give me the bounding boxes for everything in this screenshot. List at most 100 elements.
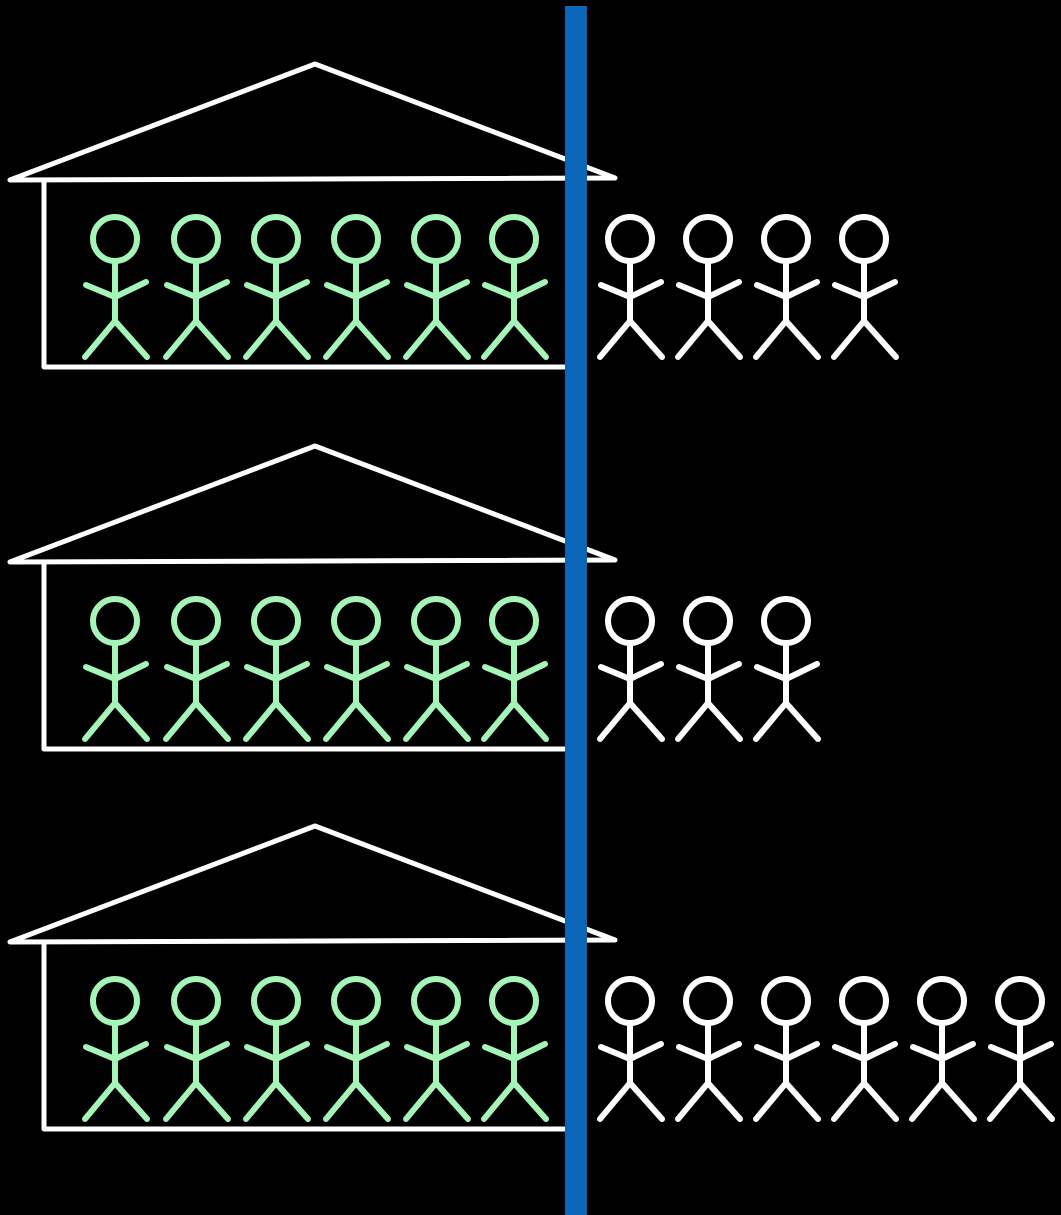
figure-legs	[243, 318, 311, 360]
figure-legs	[403, 1080, 471, 1122]
house-walls	[41, 562, 566, 752]
divider-layer	[565, 6, 587, 1215]
figure-arms	[482, 279, 548, 300]
figure-legs	[831, 1080, 899, 1122]
figure-legs	[163, 700, 231, 742]
green-stick-figure-icon-1	[82, 976, 150, 1122]
house-roof	[7, 61, 618, 183]
outside-figures	[597, 214, 899, 360]
figure-arms	[910, 1041, 976, 1062]
green-stick-figure-icon-3	[243, 976, 311, 1122]
green-stick-figure-icon-2	[163, 976, 231, 1122]
figure-arms	[598, 661, 664, 682]
figure-arms	[83, 279, 149, 300]
figure-arms	[754, 1041, 820, 1062]
figure-legs	[82, 1080, 150, 1122]
figure-arms	[164, 661, 230, 682]
white-stick-figure-icon-4	[831, 976, 899, 1122]
green-stick-figure-icon-2	[163, 596, 231, 742]
house-outline-icon	[7, 61, 618, 370]
green-stick-figure-icon-3	[243, 214, 311, 360]
white-stick-figure-icon-5	[909, 976, 977, 1122]
figure-legs	[597, 318, 665, 360]
green-stick-figure-icon-1	[82, 596, 150, 742]
house-walls	[41, 942, 566, 1132]
figure-legs	[597, 700, 665, 742]
figure-arms	[83, 1041, 149, 1062]
figure-arms	[324, 1041, 390, 1062]
figure-arms	[482, 661, 548, 682]
figure-legs	[403, 700, 471, 742]
green-stick-figure-icon-5	[403, 214, 471, 360]
figure-arms	[676, 279, 742, 300]
figure-legs	[753, 1080, 821, 1122]
green-stick-figure-icon-4	[323, 596, 391, 742]
green-stick-figure-icon-5	[403, 596, 471, 742]
figure-legs	[481, 318, 549, 360]
figure-legs	[323, 700, 391, 742]
white-stick-figure-icon-4	[831, 214, 899, 360]
inside-figures	[82, 214, 549, 360]
row-2	[7, 443, 821, 752]
figure-arms	[482, 1041, 548, 1062]
inside-figures	[82, 596, 549, 742]
figure-arms	[676, 1041, 742, 1062]
figure-arms	[324, 661, 390, 682]
green-stick-figure-icon-6	[481, 596, 549, 742]
figure-legs	[243, 1080, 311, 1122]
figure-arms	[988, 1041, 1054, 1062]
green-stick-figure-icon-1	[82, 214, 150, 360]
figure-arms	[598, 279, 664, 300]
house-roof	[7, 823, 618, 945]
figure-arms	[754, 279, 820, 300]
white-stick-figure-icon-2	[675, 596, 743, 742]
house-roof	[7, 443, 618, 565]
house-walls	[41, 180, 566, 370]
figure-arms	[754, 661, 820, 682]
green-stick-figure-icon-4	[323, 976, 391, 1122]
figure-arms	[324, 279, 390, 300]
figure-arms	[404, 279, 470, 300]
figure-legs	[987, 1080, 1055, 1122]
figure-arms	[244, 1041, 310, 1062]
figure-legs	[831, 318, 899, 360]
white-stick-figure-icon-1	[597, 214, 665, 360]
figure-arms	[832, 1041, 898, 1062]
rows-layer	[7, 61, 1055, 1132]
inside-figures	[82, 976, 549, 1122]
row-1	[7, 61, 899, 370]
outside-figures	[597, 976, 1055, 1122]
white-stick-figure-icon-1	[597, 596, 665, 742]
figure-legs	[675, 318, 743, 360]
house-outline-icon	[7, 443, 618, 752]
figure-arms	[404, 1041, 470, 1062]
white-stick-figure-icon-3	[753, 596, 821, 742]
figure-legs	[753, 318, 821, 360]
green-stick-figure-icon-4	[323, 214, 391, 360]
figure-legs	[481, 1080, 549, 1122]
figure-legs	[323, 1080, 391, 1122]
green-stick-figure-icon-6	[481, 214, 549, 360]
figure-arms	[676, 661, 742, 682]
figure-arms	[164, 1041, 230, 1062]
white-stick-figure-icon-3	[753, 214, 821, 360]
green-stick-figure-icon-6	[481, 976, 549, 1122]
figure-arms	[244, 279, 310, 300]
figure-legs	[597, 1080, 665, 1122]
figure-arms	[598, 1041, 664, 1062]
green-stick-figure-icon-5	[403, 976, 471, 1122]
figure-legs	[753, 700, 821, 742]
white-stick-figure-icon-2	[675, 214, 743, 360]
green-stick-figure-icon-2	[163, 214, 231, 360]
outside-figures	[597, 596, 821, 742]
row-3	[7, 823, 1055, 1132]
white-stick-figure-icon-1	[597, 976, 665, 1122]
figure-legs	[675, 700, 743, 742]
figure-arms	[83, 661, 149, 682]
figure-arms	[832, 279, 898, 300]
house-outline-icon	[7, 823, 618, 1132]
green-stick-figure-icon-3	[243, 596, 311, 742]
white-stick-figure-icon-6	[987, 976, 1055, 1122]
figure-legs	[909, 1080, 977, 1122]
